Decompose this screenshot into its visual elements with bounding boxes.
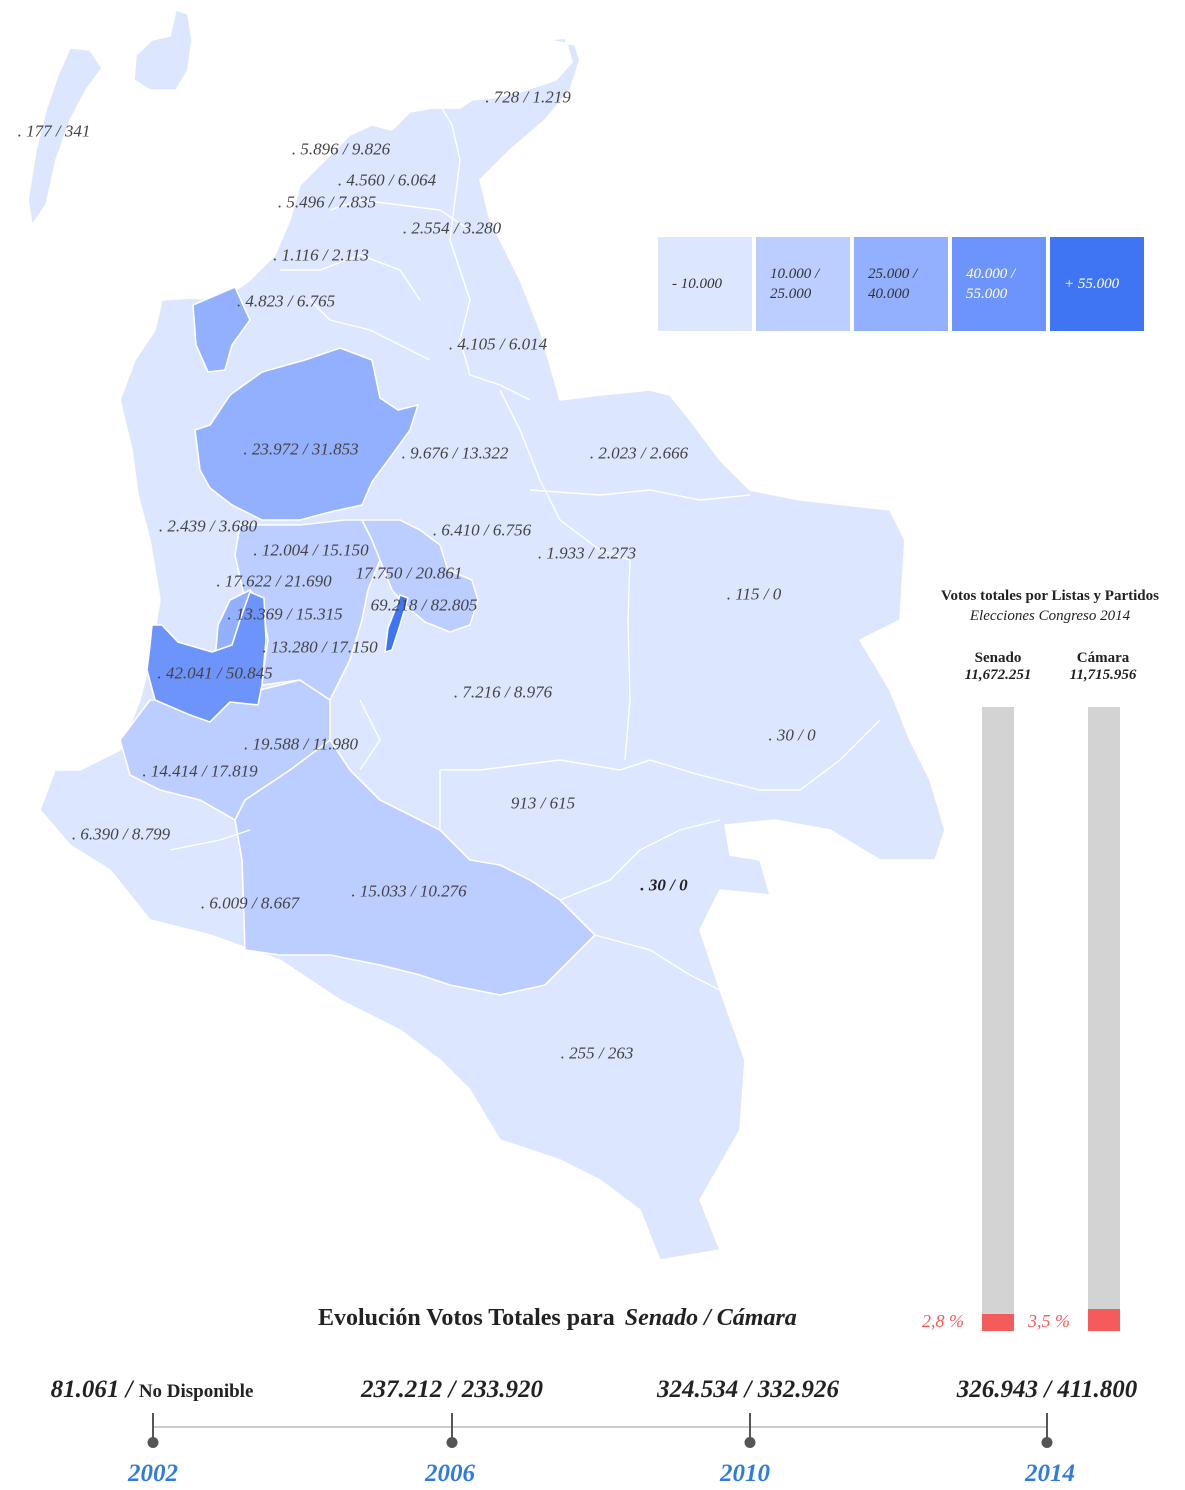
timeline-value-extra: No Disponible [138, 1381, 254, 1402]
timeline-line [153, 1426, 1047, 1428]
timeline-year: 2010 [720, 1460, 770, 1487]
timeline-value: 237.212 / 233.920 [361, 1376, 543, 1404]
map-label: 69.218 / 82.805 [370, 595, 478, 615]
map-island-providencia [133, 9, 193, 91]
timeline-value: 324.534 / 332.926 [657, 1376, 839, 1404]
legend-bin-5: + 55.000 [1050, 237, 1144, 331]
bar-total: 11,672.251 [964, 667, 1032, 683]
bar-senado-pct: 2,8 % [922, 1311, 964, 1331]
timeline-dot [1041, 1437, 1053, 1448]
legend-label: 10.000 / 25.000 [770, 265, 820, 302]
bar-camara-pct: 3,5 % [1028, 1311, 1070, 1331]
timeline-tick [152, 1413, 154, 1443]
map-label: . 15.033 / 10.276 [351, 881, 467, 901]
colombia-map [27, 9, 946, 1261]
timeline-year: 2006 [425, 1460, 475, 1487]
totals-chart-subtitle: Elecciones Congreso 2014 [969, 608, 1131, 625]
legend-bin-3: 25.000 / 40.000 [854, 237, 948, 331]
timeline-dot [446, 1437, 458, 1448]
map-region-bin4 [146, 591, 267, 723]
timeline-value: 81.061 / No Disponible [51, 1376, 254, 1404]
legend-label: + 55.000 [1064, 275, 1120, 292]
map-label: . 9.676 / 13.322 [401, 443, 509, 463]
map-label: . 2.439 / 3.680 [158, 516, 258, 536]
map-label: . 2.554 / 3.280 [402, 218, 502, 238]
map-label: . 255 / 263 [560, 1043, 634, 1063]
timeline-value: 326.943 / 411.800 [957, 1376, 1138, 1404]
legend-label: - 10.000 [672, 275, 722, 292]
timeline-value-text: 237.212 / 233.920 [361, 1376, 543, 1403]
map-region-bin5 [384, 594, 409, 653]
map-label: . 17.622 / 21.690 [216, 571, 332, 591]
timeline-tick [1046, 1413, 1048, 1443]
bar-camara-track [1088, 707, 1120, 1331]
map-island-san-andres [27, 47, 103, 226]
map-label: . 177 / 341 [17, 121, 91, 141]
evolution-title-text: Evolución Votos Totales para [318, 1305, 615, 1331]
map-label: . 23.972 / 31.853 [243, 439, 359, 459]
map-label: . 4.823 / 6.765 [236, 291, 336, 311]
map-label: . 4.105 / 6.014 [448, 334, 548, 354]
timeline-tick [451, 1413, 453, 1443]
map-label: . 7.216 / 8.976 [453, 682, 553, 702]
timeline-dot [744, 1437, 756, 1448]
map-label: . 14.414 / 17.819 [142, 761, 258, 781]
map-label: . 30 / 0 [768, 725, 816, 745]
legend-bin-1: - 10.000 [658, 237, 752, 331]
bar-total: 11,715.956 [1069, 667, 1137, 683]
timeline-value-text: 326.943 / 411.800 [956, 1376, 1138, 1403]
bar-camara-fill [1088, 1309, 1120, 1331]
map-label: . 1.933 / 2.273 [537, 543, 637, 563]
map-region-bin3-b [192, 286, 251, 373]
map-label: . 5.496 / 7.835 [277, 192, 377, 212]
timeline-tick [749, 1413, 751, 1443]
totals-chart-heading: Votos totales por Listas y Partidos [941, 588, 1159, 604]
legend-bin-4: 40.000 / 55.000 [952, 237, 1046, 331]
map-label: . 2.023 / 2.666 [589, 443, 689, 463]
map-label: . 13.369 / 15.315 [227, 604, 343, 624]
map-legend: - 10.000 10.000 / 25.000 25.000 / 40.000… [658, 237, 1144, 331]
legend-label: 40.000 / 55.000 [966, 265, 1016, 302]
bar-senado-track [982, 707, 1014, 1331]
evolution-title: Evolución Votos Totales para Senado / Cám… [318, 1305, 797, 1332]
map-boundaries [169, 104, 881, 991]
map-label: . 728 / 1.219 [485, 87, 571, 107]
legend-label: 25.000 / 40.000 [868, 265, 918, 302]
map-label: . 30 / 0 [640, 875, 688, 895]
map-label: . 1.116 / 2.113 [273, 245, 369, 265]
bar-senado-fill [982, 1313, 1014, 1331]
map-label: . 115 / 0 [726, 584, 782, 604]
map-label: . 5.896 / 9.826 [291, 139, 391, 159]
map-label: . 6.009 / 8.667 [200, 893, 300, 913]
legend-bin-2: 10.000 / 25.000 [756, 237, 850, 331]
evolution-title-em: Senado / Cámara [624, 1305, 797, 1331]
map-label: . 13.280 / 17.150 [262, 637, 378, 657]
map-label: 17.750 / 20.861 [355, 563, 463, 583]
bar-name: Senado [974, 650, 1022, 666]
timeline-dot [147, 1437, 159, 1448]
map-label: 913 / 615 [510, 793, 576, 813]
timeline-year: 2002 [128, 1460, 178, 1487]
timeline-value-text: 81.061 / [50, 1376, 139, 1403]
map-region-bin2-d [361, 519, 479, 633]
map-label: . 6.410 / 6.756 [432, 520, 532, 540]
timeline-year: 2014 [1025, 1460, 1075, 1487]
map-label: . 12.004 / 15.150 [253, 540, 369, 560]
map-label: . 4.560 / 6.064 [337, 170, 437, 190]
map-label: . 19.588 / 11.980 [244, 734, 358, 754]
bar-name: Cámara [1076, 650, 1130, 666]
totals-chart-title: Votos totales por Listas y Partidos Elec… [915, 586, 1185, 627]
map-label: . 42.041 / 50.845 [157, 663, 273, 683]
map-region-bin3-a [194, 347, 419, 521]
map-base [39, 37, 946, 1261]
bar-senado-header: Senado 11,672.251 [938, 650, 1058, 684]
bar-camara-header: Cámara 11,715.956 [1043, 650, 1163, 684]
timeline-value-text: 324.534 / 332.926 [657, 1376, 839, 1403]
map-label: . 6.390 / 8.799 [71, 824, 171, 844]
